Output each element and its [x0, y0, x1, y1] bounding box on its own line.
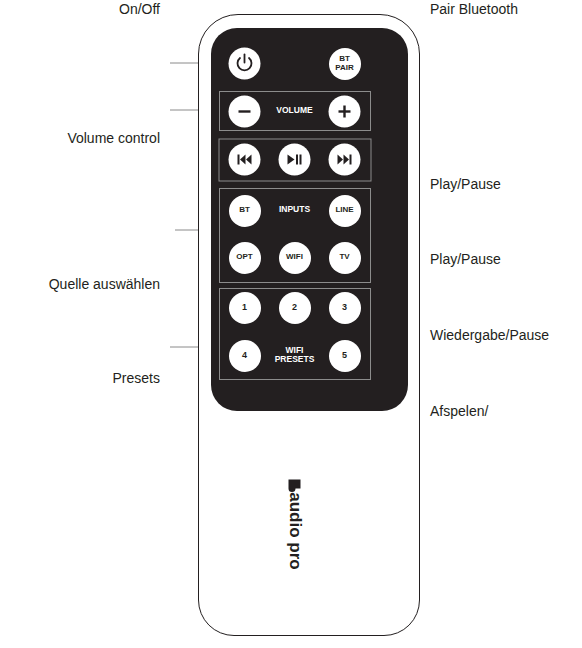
- remote-button: 5: [329, 340, 361, 372]
- remote-button: BT PAIR: [329, 48, 361, 80]
- remote-body: audio proBT PAIRVOLUMEINPUTSBTLINEOPTWIF…: [198, 14, 420, 636]
- callout-label: Volume control: [67, 130, 160, 146]
- remote-button: OPT: [229, 242, 261, 274]
- callout-label: Play/Pause: [430, 251, 501, 267]
- button-label: OPT: [236, 253, 252, 261]
- button-group: VOLUME: [219, 91, 371, 131]
- remote-button: LINE: [329, 195, 361, 227]
- button-label: BT PAIR: [335, 55, 355, 72]
- button-label: LINE: [335, 206, 353, 214]
- button-label: 3: [342, 303, 347, 312]
- callout-label: Presets: [113, 370, 160, 386]
- button-label: BT: [239, 206, 250, 214]
- remote-button: 1: [229, 292, 261, 324]
- callout-label: Afspelen/: [430, 403, 488, 419]
- callout-label: Wiedergabe/Pause: [430, 327, 549, 343]
- remote-button: 4: [229, 340, 261, 372]
- callout-label: Pair Bluetooth: [430, 1, 518, 17]
- brand-logo: audio pro: [284, 492, 304, 569]
- remote-button: 2: [279, 292, 311, 324]
- button-label: 4: [242, 351, 247, 360]
- button-label: 1: [242, 303, 247, 312]
- remote-button: TV: [329, 242, 361, 274]
- remote-button: 3: [329, 292, 361, 324]
- button-group: INPUTSBTLINEOPTWIFITV: [219, 188, 371, 283]
- callout-label: Quelle auswählen: [49, 276, 160, 292]
- button-label: WIFI: [286, 253, 303, 261]
- button-label: 5: [342, 351, 347, 360]
- group-label: WIFI PRESETS: [270, 346, 320, 364]
- callout-label: On/Off: [119, 1, 160, 17]
- remote-button: WIFI: [279, 242, 311, 274]
- button-label: TV: [339, 253, 349, 261]
- button-group: WIFI PRESETS 1 2 3 4 5: [219, 288, 371, 380]
- button-label: 2: [292, 303, 297, 312]
- remote-button: BT: [229, 195, 261, 227]
- callout-label: Play/Pause: [430, 176, 501, 192]
- group-label: VOLUME: [220, 106, 370, 115]
